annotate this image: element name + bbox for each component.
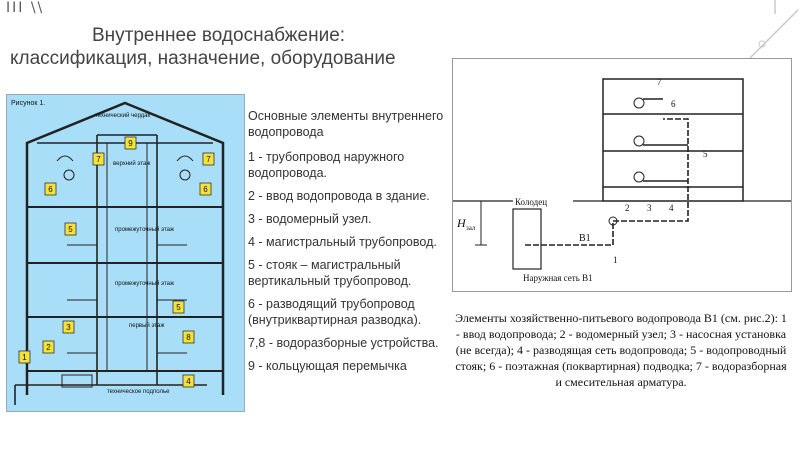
outer-net-label: Наружная сеть В1 bbox=[523, 273, 593, 283]
middle-floor-label: промежуточный этаж bbox=[115, 226, 174, 233]
diagram-number: 7 bbox=[657, 77, 662, 87]
element-item: 5 - стояк – магистральный вертикальный т… bbox=[248, 258, 412, 288]
b1-label: В1 bbox=[579, 233, 591, 244]
well-label: Колодец bbox=[515, 197, 547, 207]
diagram-number: 3 bbox=[647, 203, 652, 213]
first-floor-label: первый этаж bbox=[129, 322, 164, 329]
element-item: 6 - разводящий трубопровод (внутрикварти… bbox=[248, 297, 422, 327]
diagram-number: 5 bbox=[703, 149, 708, 159]
decorative-lines bbox=[749, 0, 799, 59]
marker-label: 6 bbox=[48, 185, 53, 194]
elements-list: Основные элементы внутреннего водопровод… bbox=[248, 108, 448, 381]
element-item: 3 - водомерный узел. bbox=[248, 212, 372, 226]
diagram-number: 2 bbox=[625, 203, 630, 213]
top-floor-label: верхний этаж bbox=[113, 160, 150, 167]
marker-label: 5 bbox=[68, 225, 73, 234]
h-label: H bbox=[456, 216, 467, 230]
building-scheme-drawing: 1 2 3 4 5 5 6 6 7 7 8 9 Рисунок 1. техни… bbox=[11, 100, 225, 405]
title-line-1: Внутреннее водоснабжение: bbox=[92, 25, 346, 46]
building-scheme-figure: 1 2 3 4 5 5 6 6 7 7 8 9 Рисунок 1. техни… bbox=[6, 94, 245, 412]
marker-label: 2 bbox=[46, 343, 51, 352]
diagram-caption: Элементы хозяйственно-питьевого водопров… bbox=[455, 311, 787, 389]
element-item: 2 - ввод водопровода в здание. bbox=[248, 189, 430, 203]
element-item: 4 - магистральный трубопровод. bbox=[248, 235, 437, 249]
basement-label: техническое подполье bbox=[107, 389, 170, 395]
marker-label: 5 bbox=[176, 303, 181, 312]
middle-floor-label-2: промежуточный этаж bbox=[115, 280, 174, 287]
element-item: 7,8 - водоразборные устройства. bbox=[248, 336, 439, 350]
marker-label: 7 bbox=[206, 155, 211, 164]
marker-label: 8 bbox=[186, 333, 191, 342]
supply-diagram-drawing: H зал Колодец В1 Наружная сеть В1 1 2 3 … bbox=[453, 77, 791, 283]
marker-label: 9 bbox=[128, 139, 133, 148]
figure1-caption: Рисунок 1. bbox=[11, 100, 45, 107]
marker-label: 3 bbox=[66, 323, 71, 332]
elements-heading: Основные элементы внутреннего водопровод… bbox=[248, 109, 444, 139]
slide-title: Внутреннее водоснабжение: классификация,… bbox=[10, 24, 430, 70]
decorative-glyphs: III \\ bbox=[6, 0, 45, 16]
element-item: 9 - кольцующая перемычка bbox=[248, 359, 407, 373]
h-sub-label: зал bbox=[466, 224, 476, 232]
element-item: 1 - трубопровод наружного водопровода. bbox=[248, 150, 405, 180]
diagram-number: 6 bbox=[671, 99, 676, 109]
supply-diagram-figure: H зал Колодец В1 Наружная сеть В1 1 2 3 … bbox=[452, 58, 792, 292]
marker-label: 1 bbox=[22, 353, 27, 362]
marker-label: 7 bbox=[96, 155, 101, 164]
diagram-number: 4 bbox=[669, 203, 674, 213]
attic-label: технический чердак bbox=[95, 112, 151, 119]
marker-label: 4 bbox=[186, 377, 191, 386]
title-line-2: классификация, назначение, оборудование bbox=[10, 48, 396, 69]
marker-label: 6 bbox=[203, 185, 208, 194]
diagram-number: 1 bbox=[613, 255, 618, 265]
